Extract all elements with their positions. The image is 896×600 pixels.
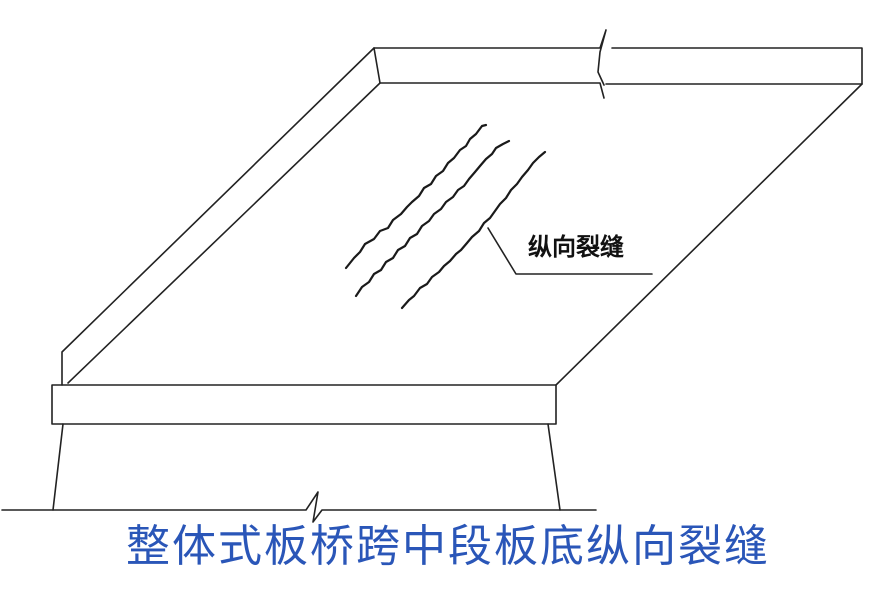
slab-far-edge-front: [373, 47, 381, 84]
diagram-caption: 整体式板桥跨中段板底纵向裂缝: [126, 521, 770, 572]
slab-far-edge-top-right: [605, 47, 863, 85]
crack-2: [354, 139, 511, 298]
slab-far-edge-top: [373, 29, 607, 86]
support-left: [52, 423, 64, 511]
slab-right-edge: [555, 83, 863, 386]
slab-front-face: [51, 384, 557, 425]
slab-top-left-edge: [61, 47, 375, 386]
crack-label: 纵向裂缝: [528, 233, 624, 261]
crack-leader-line: [487, 227, 653, 275]
slab-top-left-inner-edge: [67, 82, 381, 384]
crack-3: [400, 150, 547, 310]
support-right: [547, 423, 561, 511]
crack-1: [344, 123, 488, 270]
slab-far-edge-bottom: [379, 82, 605, 99]
ground-line: [1, 491, 597, 523]
